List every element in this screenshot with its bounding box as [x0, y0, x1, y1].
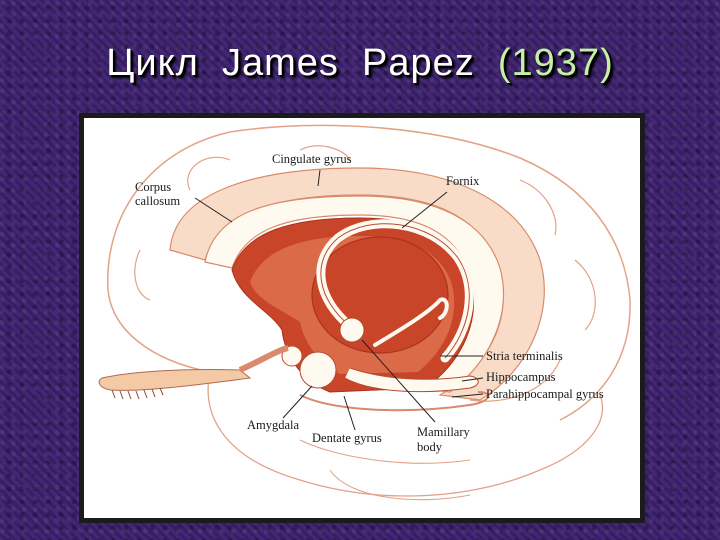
- label-stria-terminalis: Stria terminalis: [486, 349, 563, 363]
- thalamus: [312, 237, 448, 353]
- label-mamillary-body: body: [417, 440, 443, 454]
- figure-frame: Cingulate gyrus Corpus callosum Fornix S…: [79, 113, 645, 523]
- label-parahippocampal-gyrus: Parahippocampal gyrus: [486, 387, 604, 401]
- label-fornix: Fornix: [446, 174, 480, 188]
- label-amygdala: Amygdala: [247, 418, 300, 432]
- olfactory-bulb: [99, 369, 250, 390]
- label-callosum: callosum: [135, 194, 180, 208]
- amygdala: [300, 352, 336, 388]
- title-main: Цикл James Papez: [106, 42, 474, 84]
- leader-dentate: [344, 396, 355, 430]
- slide-title: Цикл James Papez (1937): [0, 42, 720, 85]
- papez-circuit-diagram: Cingulate gyrus Corpus callosum Fornix S…: [84, 118, 640, 518]
- label-dentate-gyrus: Dentate gyrus: [312, 431, 382, 445]
- olfactory-tract: [240, 348, 288, 370]
- brainstem-outline: [300, 440, 470, 500]
- title-year: (1937): [498, 42, 614, 84]
- leader-amygdala: [283, 386, 312, 418]
- label-mamillary: Mamillary: [417, 425, 471, 439]
- label-hippocampus: Hippocampus: [486, 370, 556, 384]
- mamillary-body: [340, 318, 364, 342]
- label-cingulate-gyrus: Cingulate gyrus: [272, 152, 352, 166]
- figure-panel: Cingulate gyrus Corpus callosum Fornix S…: [84, 118, 640, 518]
- label-corpus: Corpus: [135, 180, 171, 194]
